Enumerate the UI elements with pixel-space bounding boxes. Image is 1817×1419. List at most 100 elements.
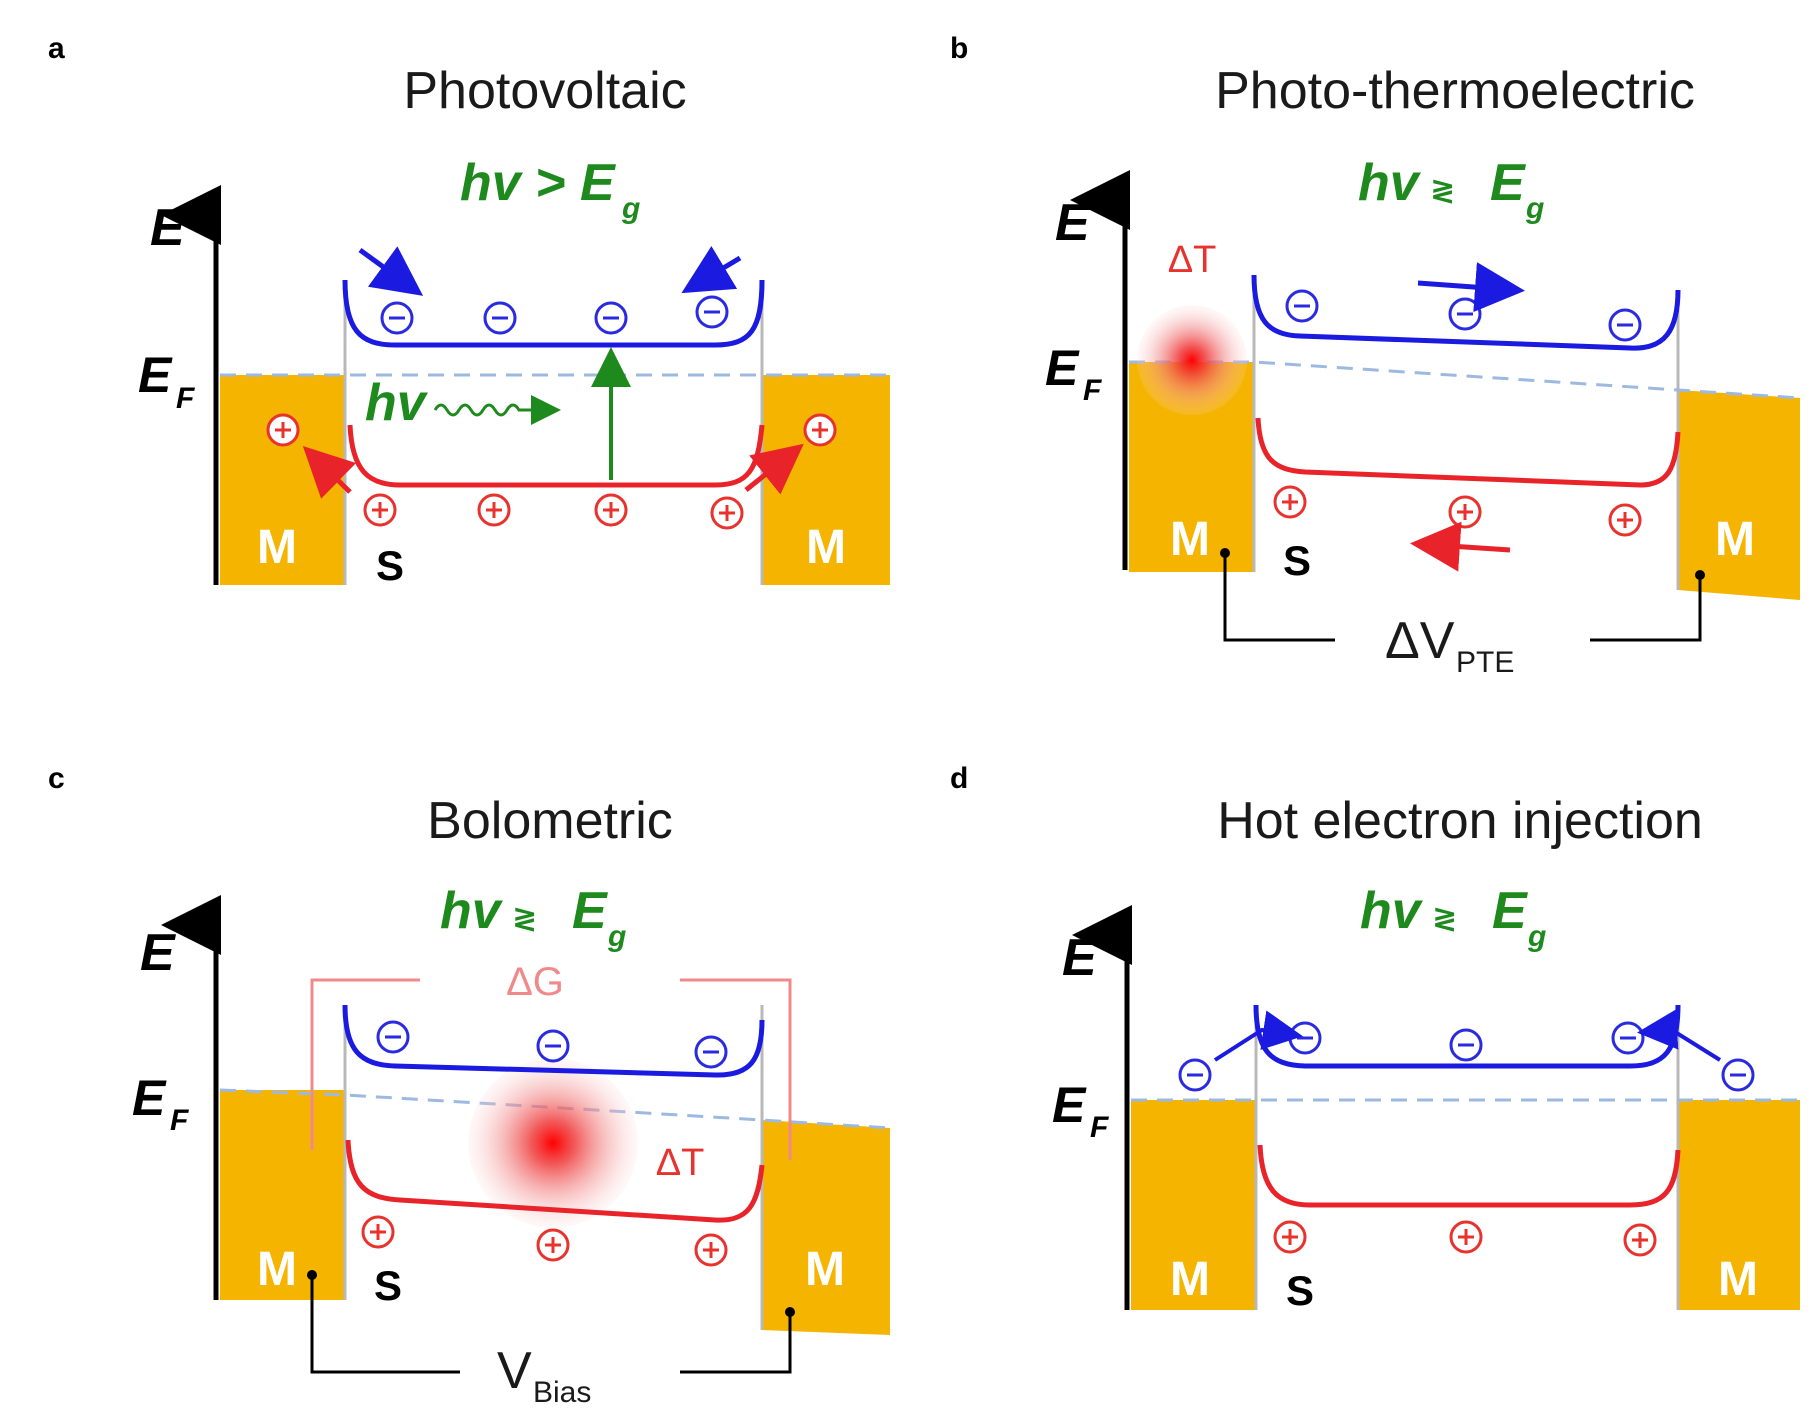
electron-flow-arrow-icon xyxy=(1417,262,1525,313)
metal-label: M xyxy=(1170,1253,1210,1306)
metal-label: M xyxy=(1170,513,1210,566)
panel-a: a Photovoltaic hv > E g E E F M M S xyxy=(48,32,890,589)
semiconductor-label: S xyxy=(1286,1267,1314,1314)
electron-minus-circle-icon xyxy=(694,1035,728,1069)
panel-title: Photovoltaic xyxy=(403,62,686,120)
metal-label: M xyxy=(257,1243,297,1296)
hole-plus-circle-icon xyxy=(361,1215,395,1249)
hole-plus-circle-icon xyxy=(1273,485,1307,519)
electron-minus-circle-icon xyxy=(536,1029,570,1063)
valence-band xyxy=(1255,417,1681,488)
voltage-wire-right xyxy=(680,1312,792,1374)
hole-plus-circle-icon xyxy=(266,413,300,447)
voltage-label: V xyxy=(497,1342,532,1400)
panel-title: Hot electron injection xyxy=(1217,792,1703,850)
voltage-label: ΔV xyxy=(1385,612,1455,670)
delta-g-label: ΔG xyxy=(506,960,564,1004)
heat-spot-gradient-icon xyxy=(1137,305,1247,415)
metal-label: M xyxy=(806,521,846,574)
fermi-level xyxy=(219,1088,891,1130)
conduction-band xyxy=(342,279,765,348)
photon-condition-text: hv > E xyxy=(460,154,616,212)
valence-band xyxy=(1257,1144,1681,1208)
photon-condition-sub: g xyxy=(621,192,640,225)
electron-injection-arrow-icon xyxy=(1213,1010,1303,1062)
hole-flow-arrow-icon xyxy=(744,443,804,495)
photon-condition-text: hv xyxy=(1358,154,1422,212)
delta-t-label: ΔT xyxy=(656,1142,705,1184)
semiconductor-label: S xyxy=(376,542,404,589)
fermi-label-sub: F xyxy=(170,1104,189,1137)
electron-minus-circle-icon xyxy=(594,301,628,335)
hole-plus-circle-icon xyxy=(1448,495,1482,529)
electron-minus-circle-icon xyxy=(1449,1028,1483,1062)
photon-condition-e: E xyxy=(1490,154,1526,212)
photon-label: hv xyxy=(365,374,429,432)
fermi-label-sub: F xyxy=(176,382,195,415)
conduction-band xyxy=(1251,274,1681,351)
photon-condition-e: E xyxy=(572,882,608,940)
photon-condition-sub: g xyxy=(1527,920,1546,953)
fermi-label: E xyxy=(138,347,173,403)
electron-injection-arrow-icon xyxy=(1637,1009,1722,1062)
photon-condition: hv ≷ E g xyxy=(1360,882,1546,953)
metal-left xyxy=(220,1090,345,1300)
metal-label: M xyxy=(1715,513,1755,566)
hole-plus-circle-icon xyxy=(803,413,837,447)
contact-dot xyxy=(1695,570,1705,580)
hole-plus-circle-icon xyxy=(1273,1220,1307,1254)
hole-plus-circle-icon xyxy=(694,1233,728,1267)
conductance-bracket-left xyxy=(310,978,420,1150)
hole-plus-circle-icon xyxy=(1623,1223,1657,1257)
metal-label: M xyxy=(257,521,297,574)
electron-minus-circle-icon xyxy=(376,1020,410,1054)
electron-minus-circle-icon xyxy=(1285,289,1319,323)
contact-dot xyxy=(785,1307,795,1317)
voltage-wire-left xyxy=(310,1275,460,1374)
voltage-label-sub: Bias xyxy=(533,1376,591,1409)
valence-band xyxy=(347,424,765,488)
panel-c: c Bolometric hv ≷ E g E E F M M S ΔG ΔT xyxy=(48,762,891,1409)
hole-flow-arrow-icon xyxy=(1410,521,1511,572)
energy-axis-label: E xyxy=(150,199,186,257)
greater-less-symbol: ≷ xyxy=(1432,901,1457,936)
greater-less-symbol: ≷ xyxy=(512,901,537,936)
electron-minus-circle-icon xyxy=(1608,308,1642,342)
hole-flow-arrow-icon xyxy=(302,446,357,499)
fermi-label-sub: F xyxy=(1090,1111,1109,1144)
photon-condition-sub: g xyxy=(607,920,626,953)
panel-b: b Photo-thermoelectric hv ≷ E g E E F M … xyxy=(950,32,1801,679)
energy-axis-label: E xyxy=(140,924,176,982)
metal-label: M xyxy=(1718,1253,1758,1306)
electron-minus-circle-icon xyxy=(1611,1021,1645,1055)
panel-letter: b xyxy=(950,32,968,65)
panel-title: Photo-thermoelectric xyxy=(1215,62,1695,120)
energy-axis-label: E xyxy=(1055,194,1091,252)
hole-plus-circle-icon xyxy=(477,493,511,527)
delta-t-label: ΔT xyxy=(1168,239,1217,281)
semiconductor-label: S xyxy=(374,1262,402,1309)
electron-minus-circle-icon xyxy=(380,301,414,335)
electron-flow-arrow-icon xyxy=(358,246,424,296)
hole-plus-circle-icon xyxy=(536,1228,570,1262)
metal-right xyxy=(1678,1100,1800,1310)
hole-plus-circle-icon xyxy=(710,496,744,530)
conductance-bracket-right xyxy=(680,978,792,1160)
fermi-label: E xyxy=(132,1070,167,1126)
voltage-label-sub: PTE xyxy=(1456,646,1514,679)
photon-condition-text: hv xyxy=(1360,882,1424,940)
voltage-wire-right xyxy=(1590,575,1702,642)
photon-wavy-arrow-icon xyxy=(433,395,561,425)
contact-dot xyxy=(307,1270,317,1280)
semiconductor-label: S xyxy=(1283,537,1311,584)
metal-label: M xyxy=(805,1243,845,1296)
greater-less-symbol: ≷ xyxy=(1430,173,1455,208)
panel-letter: d xyxy=(950,762,968,795)
hole-plus-circle-icon xyxy=(363,493,397,527)
photon-condition-e: E xyxy=(1492,882,1528,940)
panel-d: d Hot electron injection hv ≷ E g E E F … xyxy=(950,762,1800,1314)
voltage-wire-left xyxy=(1223,553,1335,642)
electron-minus-circle-icon xyxy=(1448,297,1482,331)
photon-condition-sub: g xyxy=(1525,192,1544,225)
